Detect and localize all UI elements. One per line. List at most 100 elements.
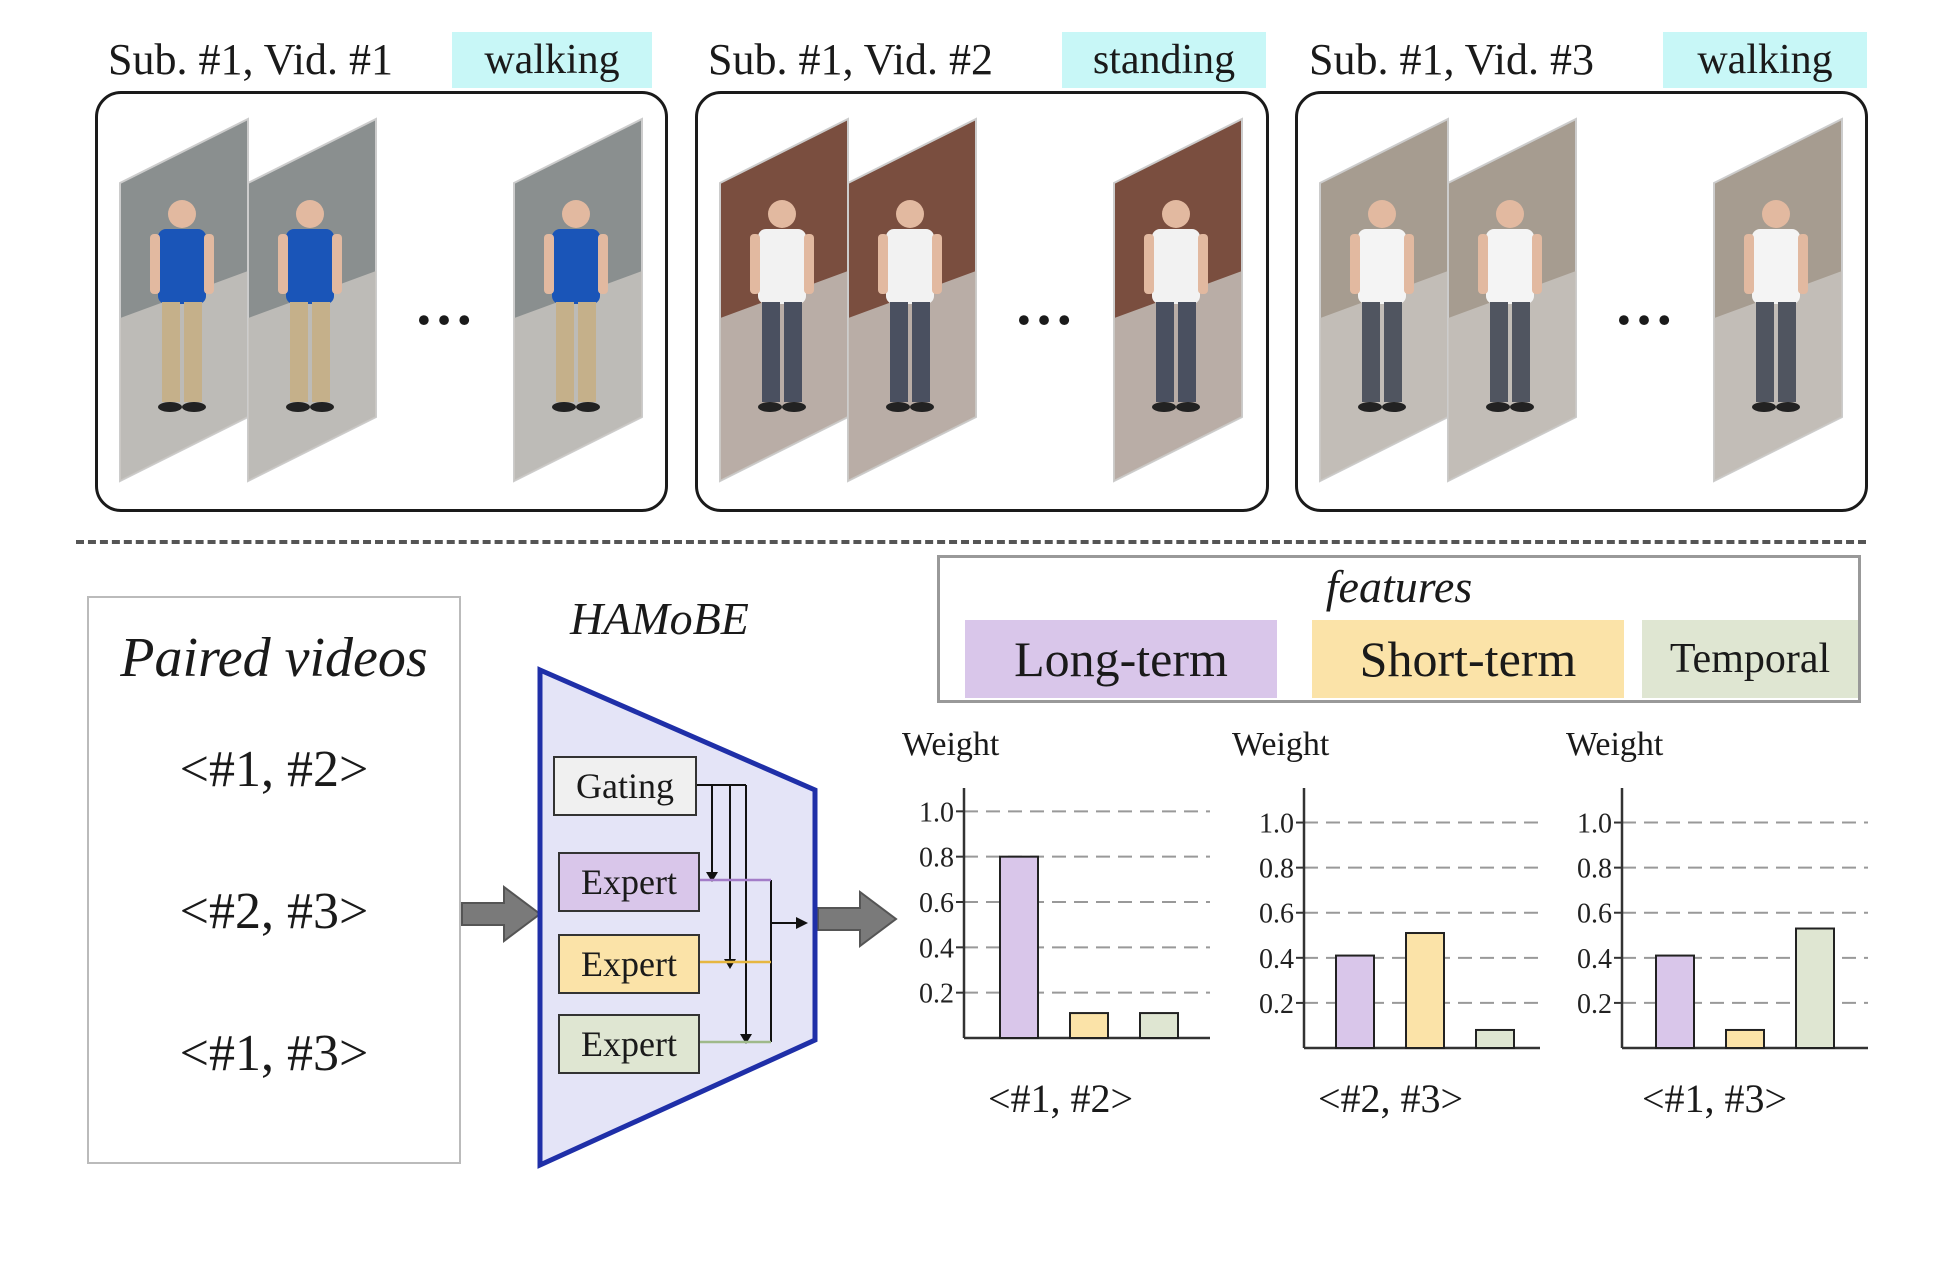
person-shirt [1486,229,1534,304]
ellipsis: … [1014,271,1078,337]
person-shoe [782,402,806,412]
bar-chart: 0.20.40.60.81.0 [919,788,1210,1040]
paired-videos-title: Paired videos [120,627,428,689]
activity-badge: standing [1062,32,1266,88]
y-tick-label: 0.4 [1577,944,1612,975]
bar-temporal [1795,927,1835,1049]
person-arm [544,234,554,294]
y-tick-label: 1.0 [1577,809,1612,840]
video-title: Sub. #1, Vid. #3 [1309,35,1595,84]
person-arm [1350,234,1360,294]
y-tick-label: 0.2 [919,979,954,1010]
arrow-right-icon [817,890,898,948]
chart-xlabel: <#2, #3> [1318,1076,1464,1121]
y-tick-label: 0.6 [919,888,954,919]
person-leg [1778,302,1796,402]
bar-short-term [1069,1012,1109,1039]
frame-panel: … [695,91,1269,512]
expert-block: Expert [558,852,700,912]
y-tick-label: 0.2 [1259,989,1294,1020]
section-divider [76,540,1866,544]
frame-panel: … [1295,91,1868,512]
pair-item: <#1, #2> [179,741,369,798]
person-shirt [758,229,806,304]
person-shoe [758,402,782,412]
frame-strip [119,117,643,483]
person-leg [890,302,908,402]
frame-strip [1319,117,1843,483]
video-frame-1 [1319,117,1449,483]
person-shirt [158,229,206,304]
person-shoe [576,402,600,412]
person-shirt [1358,229,1406,304]
person-leg [578,302,596,402]
chart-xlabel: <#1, #3> [1642,1076,1788,1121]
person-shoe [1176,402,1200,412]
bar-temporal [1475,1028,1515,1049]
paired-videos-box: Paired videos <#1, #2> <#2, #3> <#1, #3> [87,596,461,1164]
person-shirt [1152,229,1200,304]
person-shirt [1752,229,1800,304]
person-shoe [1510,402,1534,412]
person-leg [912,302,930,402]
person-head [562,200,590,228]
person-head [1762,200,1790,228]
video-title: Sub. #1, Vid. #1 [108,35,394,84]
legend-short-term: Short-term [1312,620,1624,698]
person-leg [1384,302,1402,402]
person-shoe [1752,402,1776,412]
y-tick-label: 0.4 [919,933,954,964]
chart-ylabel: Weight [1566,726,1664,763]
person-shoe [1486,402,1510,412]
person-arm [1144,234,1154,294]
video-frame-3 [1113,117,1243,483]
video-frame-2 [247,117,377,483]
person-leg [312,302,330,402]
person-shoe [1152,402,1176,412]
person-arm [1198,234,1208,294]
chart-ylabel: Weight [1232,726,1330,763]
legend-temporal: Temporal [1642,620,1858,698]
person-arm [150,234,160,294]
person-arm [1798,234,1808,294]
frame-panel: … [95,91,668,512]
bar-short-term [1405,932,1445,1050]
activity-badge: walking [452,32,652,88]
person-head [1162,200,1190,228]
bar-temporal [1139,1012,1179,1039]
person-shoe [182,402,206,412]
person-arm [278,234,288,294]
y-tick-label: 1.0 [1259,809,1294,840]
video-title: Sub. #1, Vid. #2 [708,35,994,84]
y-tick-label: 0.8 [919,843,954,874]
video-frame-2 [847,117,977,483]
person-leg [1178,302,1196,402]
expert-block: Expert [558,1014,700,1074]
y-tick-label: 0.8 [1577,854,1612,885]
bar-long-term [1655,954,1695,1049]
person-head [896,200,924,228]
person-leg [1756,302,1774,402]
person-head [1368,200,1396,228]
expert-block: Expert [558,934,700,994]
pair-item: <#2, #3> [179,883,369,940]
person-head [1496,200,1524,228]
person-leg [162,302,180,402]
person-arm [204,234,214,294]
person-arm [932,234,942,294]
person-head [768,200,796,228]
y-tick-label: 0.4 [1259,944,1294,975]
person-leg [1156,302,1174,402]
video-frame-1 [719,117,849,483]
person-arm [1532,234,1542,294]
video-frame-3 [513,117,643,483]
person-head [296,200,324,228]
person-shoe [552,402,576,412]
frame-strip [719,117,1243,483]
person-leg [290,302,308,402]
ellipsis: … [414,271,478,337]
person-arm [804,234,814,294]
y-tick-label: 0.6 [1577,899,1612,930]
chart-ylabel: Weight [902,726,1000,763]
legend-title: features [1325,561,1473,612]
